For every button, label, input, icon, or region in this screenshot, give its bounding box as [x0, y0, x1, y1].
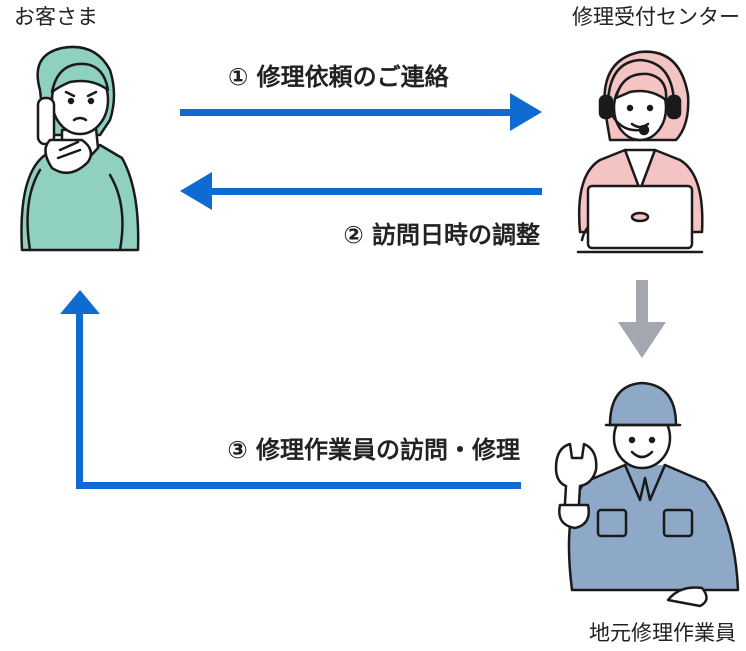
arrow-dispatch [618, 280, 666, 358]
arrow-visit [60, 290, 521, 489]
phone-icon [36, 96, 56, 146]
step-3-label: ③ 修理作業員の訪問・修理 [227, 436, 520, 464]
headset-icon [598, 58, 682, 136]
operator-illustration [576, 50, 704, 254]
wrench-icon [554, 442, 598, 522]
customer-illustration [20, 45, 140, 252]
step-1-label: ① 修理依頼のご連絡 [228, 63, 450, 91]
arrow-schedule [180, 172, 542, 210]
actor-center-label: 修理受付センター [572, 5, 740, 29]
worker-illustration [554, 381, 740, 608]
actor-worker-label: 地元修理作業員 [589, 621, 736, 645]
actor-customer-label: お客さま [14, 5, 98, 29]
step-2-label: ② 訪問日時の調整 [343, 221, 540, 249]
laptop-icon [576, 184, 704, 254]
arrow-request [180, 93, 542, 131]
